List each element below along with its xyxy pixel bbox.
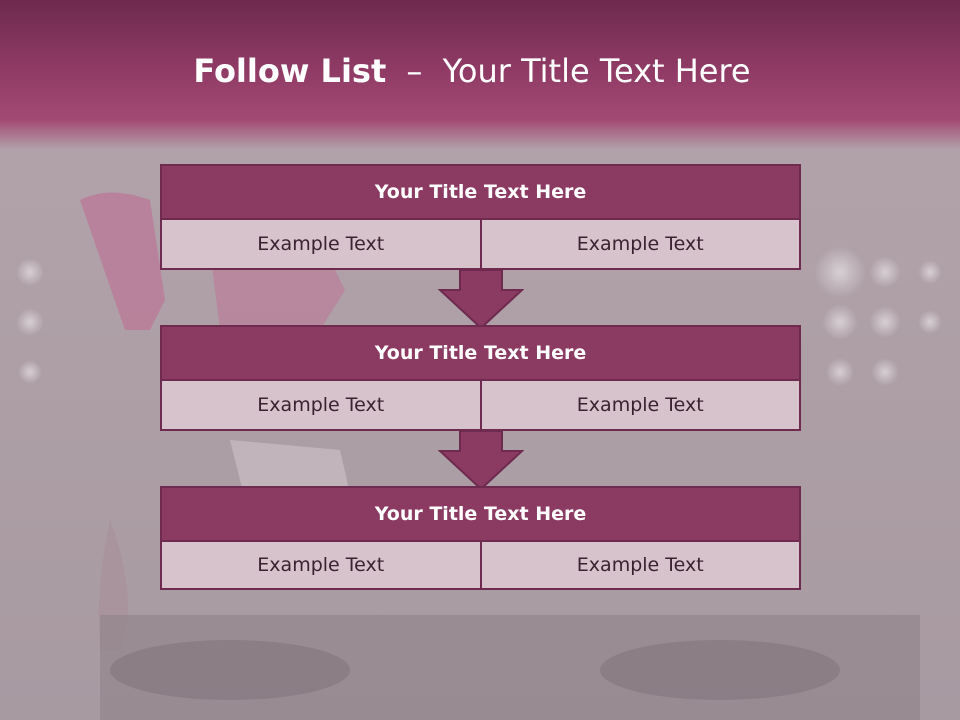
down-arrow-icon xyxy=(438,430,524,491)
step-row: Example Text Example Text xyxy=(160,381,801,431)
step-cell-right: Example Text xyxy=(481,542,801,590)
slide-title-rest: Your Title Text Here xyxy=(442,52,751,90)
step-cell-right: Example Text xyxy=(481,220,801,270)
slide-title-bold: Follow List xyxy=(193,52,387,90)
step-title: Your Title Text Here xyxy=(160,164,801,220)
step-block-2: Your Title Text Here Example Text Exampl… xyxy=(160,325,801,431)
title-band xyxy=(0,0,960,150)
step-cell-left: Example Text xyxy=(160,220,482,270)
slide-title: Follow List – Your Title Text Here xyxy=(0,52,944,90)
step-cell-left: Example Text xyxy=(160,542,482,590)
step-cell-left: Example Text xyxy=(160,381,482,431)
slide-title-dash: – xyxy=(406,52,423,90)
step-block-1: Your Title Text Here Example Text Exampl… xyxy=(160,164,801,270)
step-row: Example Text Example Text xyxy=(160,220,801,270)
step-block-3: Your Title Text Here Example Text Exampl… xyxy=(160,486,801,590)
step-row: Example Text Example Text xyxy=(160,542,801,590)
step-title: Your Title Text Here xyxy=(160,486,801,542)
step-cell-right: Example Text xyxy=(481,381,801,431)
step-title: Your Title Text Here xyxy=(160,325,801,381)
down-arrow-icon xyxy=(438,269,524,330)
